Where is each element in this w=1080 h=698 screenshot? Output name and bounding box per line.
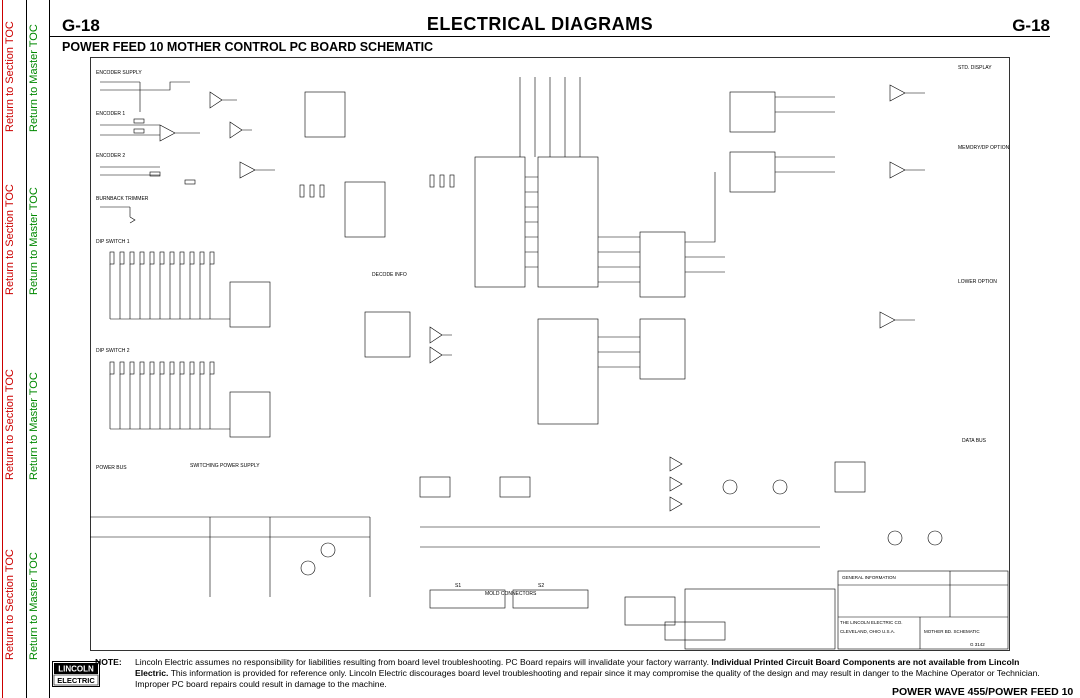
label-s2: S2 bbox=[538, 583, 544, 589]
label-city: CLEVELAND, OHIO U.S.A. bbox=[840, 629, 895, 634]
label-general-info: GENERAL INFORMATION bbox=[842, 575, 896, 580]
note-text-2: This information is provided for referen… bbox=[135, 668, 1040, 689]
return-to-master-toc-link-1[interactable]: Return to Master TOC bbox=[28, 24, 40, 132]
page-number-right: G-18 bbox=[1012, 16, 1050, 35]
section-toc-strip bbox=[2, 0, 27, 698]
lincoln-electric-logo: LINCOLN ELECTRIC bbox=[52, 661, 100, 687]
note-text-bold: Individual Printed Circuit Board Compone… bbox=[135, 657, 1020, 678]
label-drawing-number: G 3142 bbox=[970, 642, 985, 647]
label-decode-info: DECODE INFO bbox=[372, 272, 407, 278]
product-name: POWER WAVE 455/POWER FEED 10 bbox=[892, 686, 1074, 698]
label-data-bus: DATA BUS bbox=[962, 438, 987, 444]
label-encoder-supply: ENCODER SUPPLY bbox=[96, 70, 142, 76]
svg-text:ELECTRIC: ELECTRIC bbox=[57, 676, 95, 685]
disclaimer-note: NOTE: Lincoln Electric assumes no respon… bbox=[95, 657, 1050, 690]
label-drawing-name: MOTHER BD. SCHEMATIC bbox=[924, 629, 980, 634]
note-label: NOTE: bbox=[95, 657, 122, 667]
header-rule bbox=[50, 36, 1050, 37]
return-to-master-toc-link-3[interactable]: Return to Master TOC bbox=[28, 372, 40, 480]
return-to-section-toc-link-2[interactable]: Return to Section TOC bbox=[4, 184, 16, 295]
page-title: ELECTRICAL DIAGRAMS bbox=[426, 14, 654, 34]
return-to-master-toc-link-2[interactable]: Return to Master TOC bbox=[28, 187, 40, 295]
label-dip-switch-1: DIP SWITCH 1 bbox=[96, 239, 130, 245]
schematic-diagram: ENCODER SUPPLY ENCODER 1 ENCODER 2 BURNB… bbox=[90, 57, 1010, 651]
note-body: Lincoln Electric assumes no responsibili… bbox=[135, 657, 1050, 690]
return-to-section-toc-link-4[interactable]: Return to Section TOC bbox=[4, 549, 16, 660]
master-toc-strip bbox=[26, 0, 50, 698]
label-std-display: STD. DISPLAY bbox=[958, 65, 992, 71]
label-dip-switch-2: DIP SWITCH 2 bbox=[96, 348, 130, 354]
note-text-1: Lincoln Electric assumes no responsibili… bbox=[135, 657, 709, 667]
svg-text:LINCOLN: LINCOLN bbox=[58, 665, 94, 674]
label-company: THE LINCOLN ELECTRIC CO. bbox=[840, 620, 903, 625]
side-navigation: Return to Section TOC Return to Master T… bbox=[0, 0, 50, 698]
label-lower-option: LOWER OPTION bbox=[958, 279, 997, 285]
label-mold-connectors: MOLD CONNECTORS bbox=[485, 591, 537, 597]
label-encoder-2: ENCODER 2 bbox=[96, 153, 125, 159]
label-power-bus: POWER BUS bbox=[96, 465, 127, 471]
schematic-title: POWER FEED 10 MOTHER CONTROL PC BOARD SC… bbox=[62, 40, 434, 54]
return-to-master-toc-link-4[interactable]: Return to Master TOC bbox=[28, 552, 40, 660]
return-to-section-toc-link-3[interactable]: Return to Section TOC bbox=[4, 369, 16, 480]
page-number-left: G-18 bbox=[62, 16, 100, 35]
label-s1: S1 bbox=[455, 583, 461, 589]
label-burnback: BURNBACK TRIMMER bbox=[96, 196, 149, 202]
label-switching-supply: SWITCHING POWER SUPPLY bbox=[190, 463, 260, 469]
return-to-section-toc-link-1[interactable]: Return to Section TOC bbox=[4, 21, 16, 132]
label-encoder-1: ENCODER 1 bbox=[96, 111, 125, 117]
label-memory-option: MEMORY/DP OPTION bbox=[958, 145, 1010, 151]
